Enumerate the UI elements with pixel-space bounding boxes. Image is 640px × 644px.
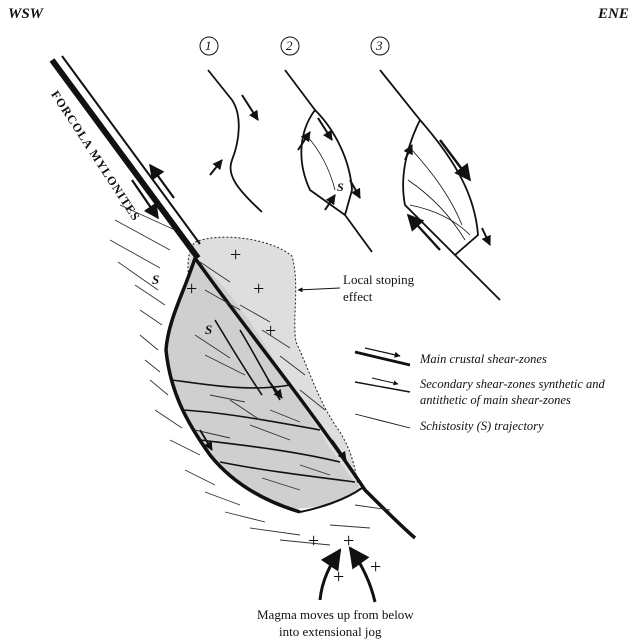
stage-1-number: 1 [205,38,212,54]
caption-line1: Magma moves up from below [257,607,414,623]
schistosity-symbol-west: S [152,272,159,288]
plus-5: + [308,530,319,553]
plus-7: + [333,566,344,589]
stage-3-sketch [380,70,500,300]
stoping-label-line2: effect [343,289,372,305]
orientation-wsw-label: WSW [8,6,43,23]
legend-schistosity: Schistosity (S) trajectory [420,419,544,434]
forcola-fault-outer [52,60,198,258]
orientation-ene-label: ENE [598,6,629,23]
magma-arrows [320,548,375,602]
plus-8: + [370,556,381,579]
legend-main-shear: Main crustal shear-zones [420,352,547,367]
stoping-label-line1: Local stoping [343,272,414,288]
plus-6: + [343,530,354,553]
stoping-callout-arrow [298,288,340,290]
schistosity-symbol-jog: S [205,322,212,338]
legend-secondary-shear-1: Secondary shear-zones synthetic and [420,377,605,392]
schistosity-symbol-stage2: S [337,180,344,195]
stage-2-number: 2 [286,38,293,54]
plus-1: + [230,244,241,267]
plus-2: + [186,278,197,301]
stage-1-sketch [208,70,262,212]
plus-4: + [265,320,276,343]
caption-line2: into extensional jog [279,624,382,640]
stage-2-sketch [285,70,372,252]
legend-symbols [355,348,410,428]
legend-secondary-shear-2: antithetic of main shear-zones [420,393,571,408]
stage-3-number: 3 [376,38,383,54]
plus-3: + [253,278,264,301]
